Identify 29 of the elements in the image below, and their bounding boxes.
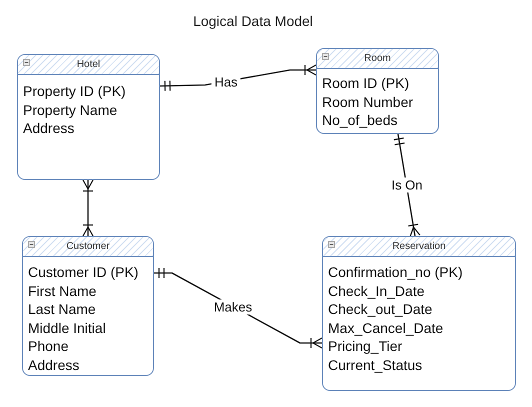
table-name: Customer — [66, 241, 110, 252]
attribute-text: Property Name — [23, 100, 118, 119]
attribute-text: Pricing_Tier — [328, 337, 402, 356]
table-name: Room — [364, 53, 391, 64]
entity-table — [322, 236, 516, 391]
attribute-text: Room ID (PK) — [322, 74, 410, 92]
table-name: Hotel — [76, 59, 100, 70]
edge-label: Has — [211, 74, 241, 90]
attribute-text: Current_Status — [328, 356, 422, 374]
attribute-text: Confirmation_no (PK) — [328, 263, 463, 282]
diagram-title: Logical Data Model — [192, 13, 314, 29]
attribute-text: Customer ID (PK) — [28, 263, 138, 282]
attribute-text: First Name — [28, 282, 96, 300]
entity-table — [17, 54, 160, 180]
entity-table — [316, 48, 439, 134]
attribute-text: Room Number — [322, 92, 414, 111]
attribute-text: Phone — [28, 337, 68, 356]
attribute-text: Check_In_Date — [328, 282, 425, 300]
attribute-text: Address — [28, 356, 80, 374]
table-name: Reservation — [392, 241, 446, 252]
relationship-line — [82, 179, 94, 237]
attribute-text: Middle Initial — [28, 318, 106, 337]
attribute-text: Last Name — [28, 300, 96, 318]
entity-table — [22, 236, 154, 376]
attribute-text: Property ID (PK) — [23, 82, 126, 100]
attribute-text: Max_Cancel_Date — [328, 318, 444, 337]
attribute-text: Address — [23, 119, 74, 138]
attribute-text: No_of_beds — [322, 111, 398, 130]
attribute-text: Check_out_Date — [328, 300, 432, 318]
